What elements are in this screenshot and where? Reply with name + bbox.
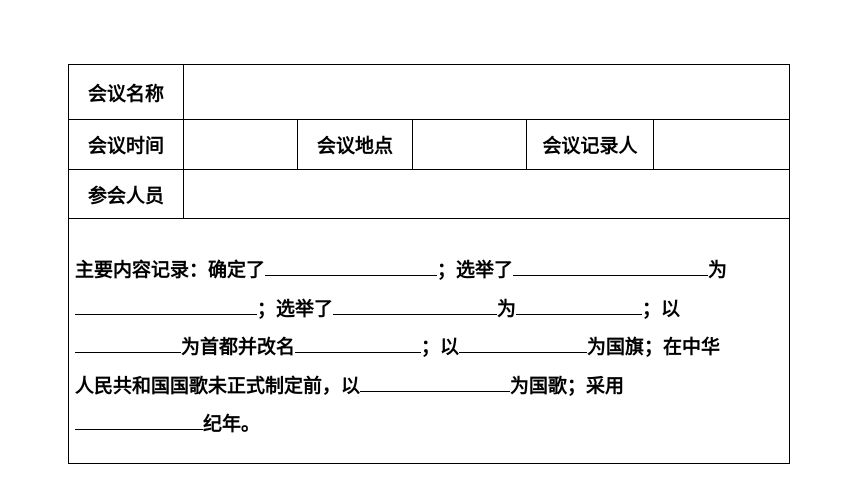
attendees-field[interactable] [184, 170, 789, 218]
content-text: 人民共和国国歌未正式制定前，以 [75, 374, 361, 397]
content-text: 主要内容记录：确定了 [75, 259, 266, 281]
answer-blank-9[interactable] [360, 369, 511, 392]
content-text: 为 [708, 259, 728, 281]
content-text: 为国歌；采用 [510, 374, 625, 397]
meeting-time-field[interactable] [184, 120, 298, 169]
content-text: ；选举了 [437, 259, 514, 281]
content-text: ；以 [642, 297, 681, 320]
content-text: 为 [497, 297, 517, 320]
content-text: 纪年。 [203, 413, 261, 435]
meeting-name-field[interactable] [184, 65, 789, 119]
content-text: 为首都并改名 [181, 336, 296, 358]
content-line-4: 人民共和国国歌未正式制定前，以 为国歌；采用 [75, 367, 783, 406]
recorder-field[interactable] [654, 120, 789, 169]
meeting-record-form: 会议名称 会议时间 会议地点 会议记录人 参会人员 主要内容记录：确定了 ；选举了… [68, 64, 790, 464]
meeting-time-row: 会议时间 会议地点 会议记录人 [69, 120, 789, 170]
content-text: ；以 [421, 336, 460, 358]
meeting-time-label: 会议时间 [69, 120, 184, 169]
recorder-label: 会议记录人 [527, 120, 654, 169]
attendees-label: 参会人员 [69, 170, 184, 218]
answer-blank-2[interactable] [513, 253, 709, 276]
content-text: 为国旗；在中华 [587, 336, 721, 358]
answer-blank-6[interactable] [75, 330, 181, 353]
answer-blank-10[interactable] [75, 407, 203, 430]
answer-blank-7[interactable] [295, 330, 422, 353]
meeting-place-field[interactable] [413, 120, 527, 169]
content-record: 主要内容记录：确定了；选举了为 ；选举了为；以 为首都并改名；以为国旗；在中华 … [75, 251, 783, 444]
content-line-2: ；选举了 为 ；以 [75, 290, 783, 329]
answer-blank-1[interactable] [265, 253, 438, 276]
content-line-3: 为首都并改名 ；以 为国旗；在中华 [75, 328, 783, 367]
content-line-1: 主要内容记录：确定了 ；选举了 为 [75, 251, 783, 290]
meeting-name-row: 会议名称 [69, 65, 789, 120]
meeting-place-label: 会议地点 [298, 120, 413, 169]
meeting-name-label: 会议名称 [69, 65, 184, 119]
answer-blank-4[interactable] [333, 292, 498, 315]
attendees-row: 参会人员 [69, 170, 789, 219]
answer-blank-5[interactable] [516, 292, 643, 315]
answer-blank-3[interactable] [75, 292, 257, 315]
content-line-5: 纪年。 [75, 405, 783, 444]
content-text: ；选举了 [257, 297, 334, 320]
answer-blank-8[interactable] [459, 330, 588, 353]
